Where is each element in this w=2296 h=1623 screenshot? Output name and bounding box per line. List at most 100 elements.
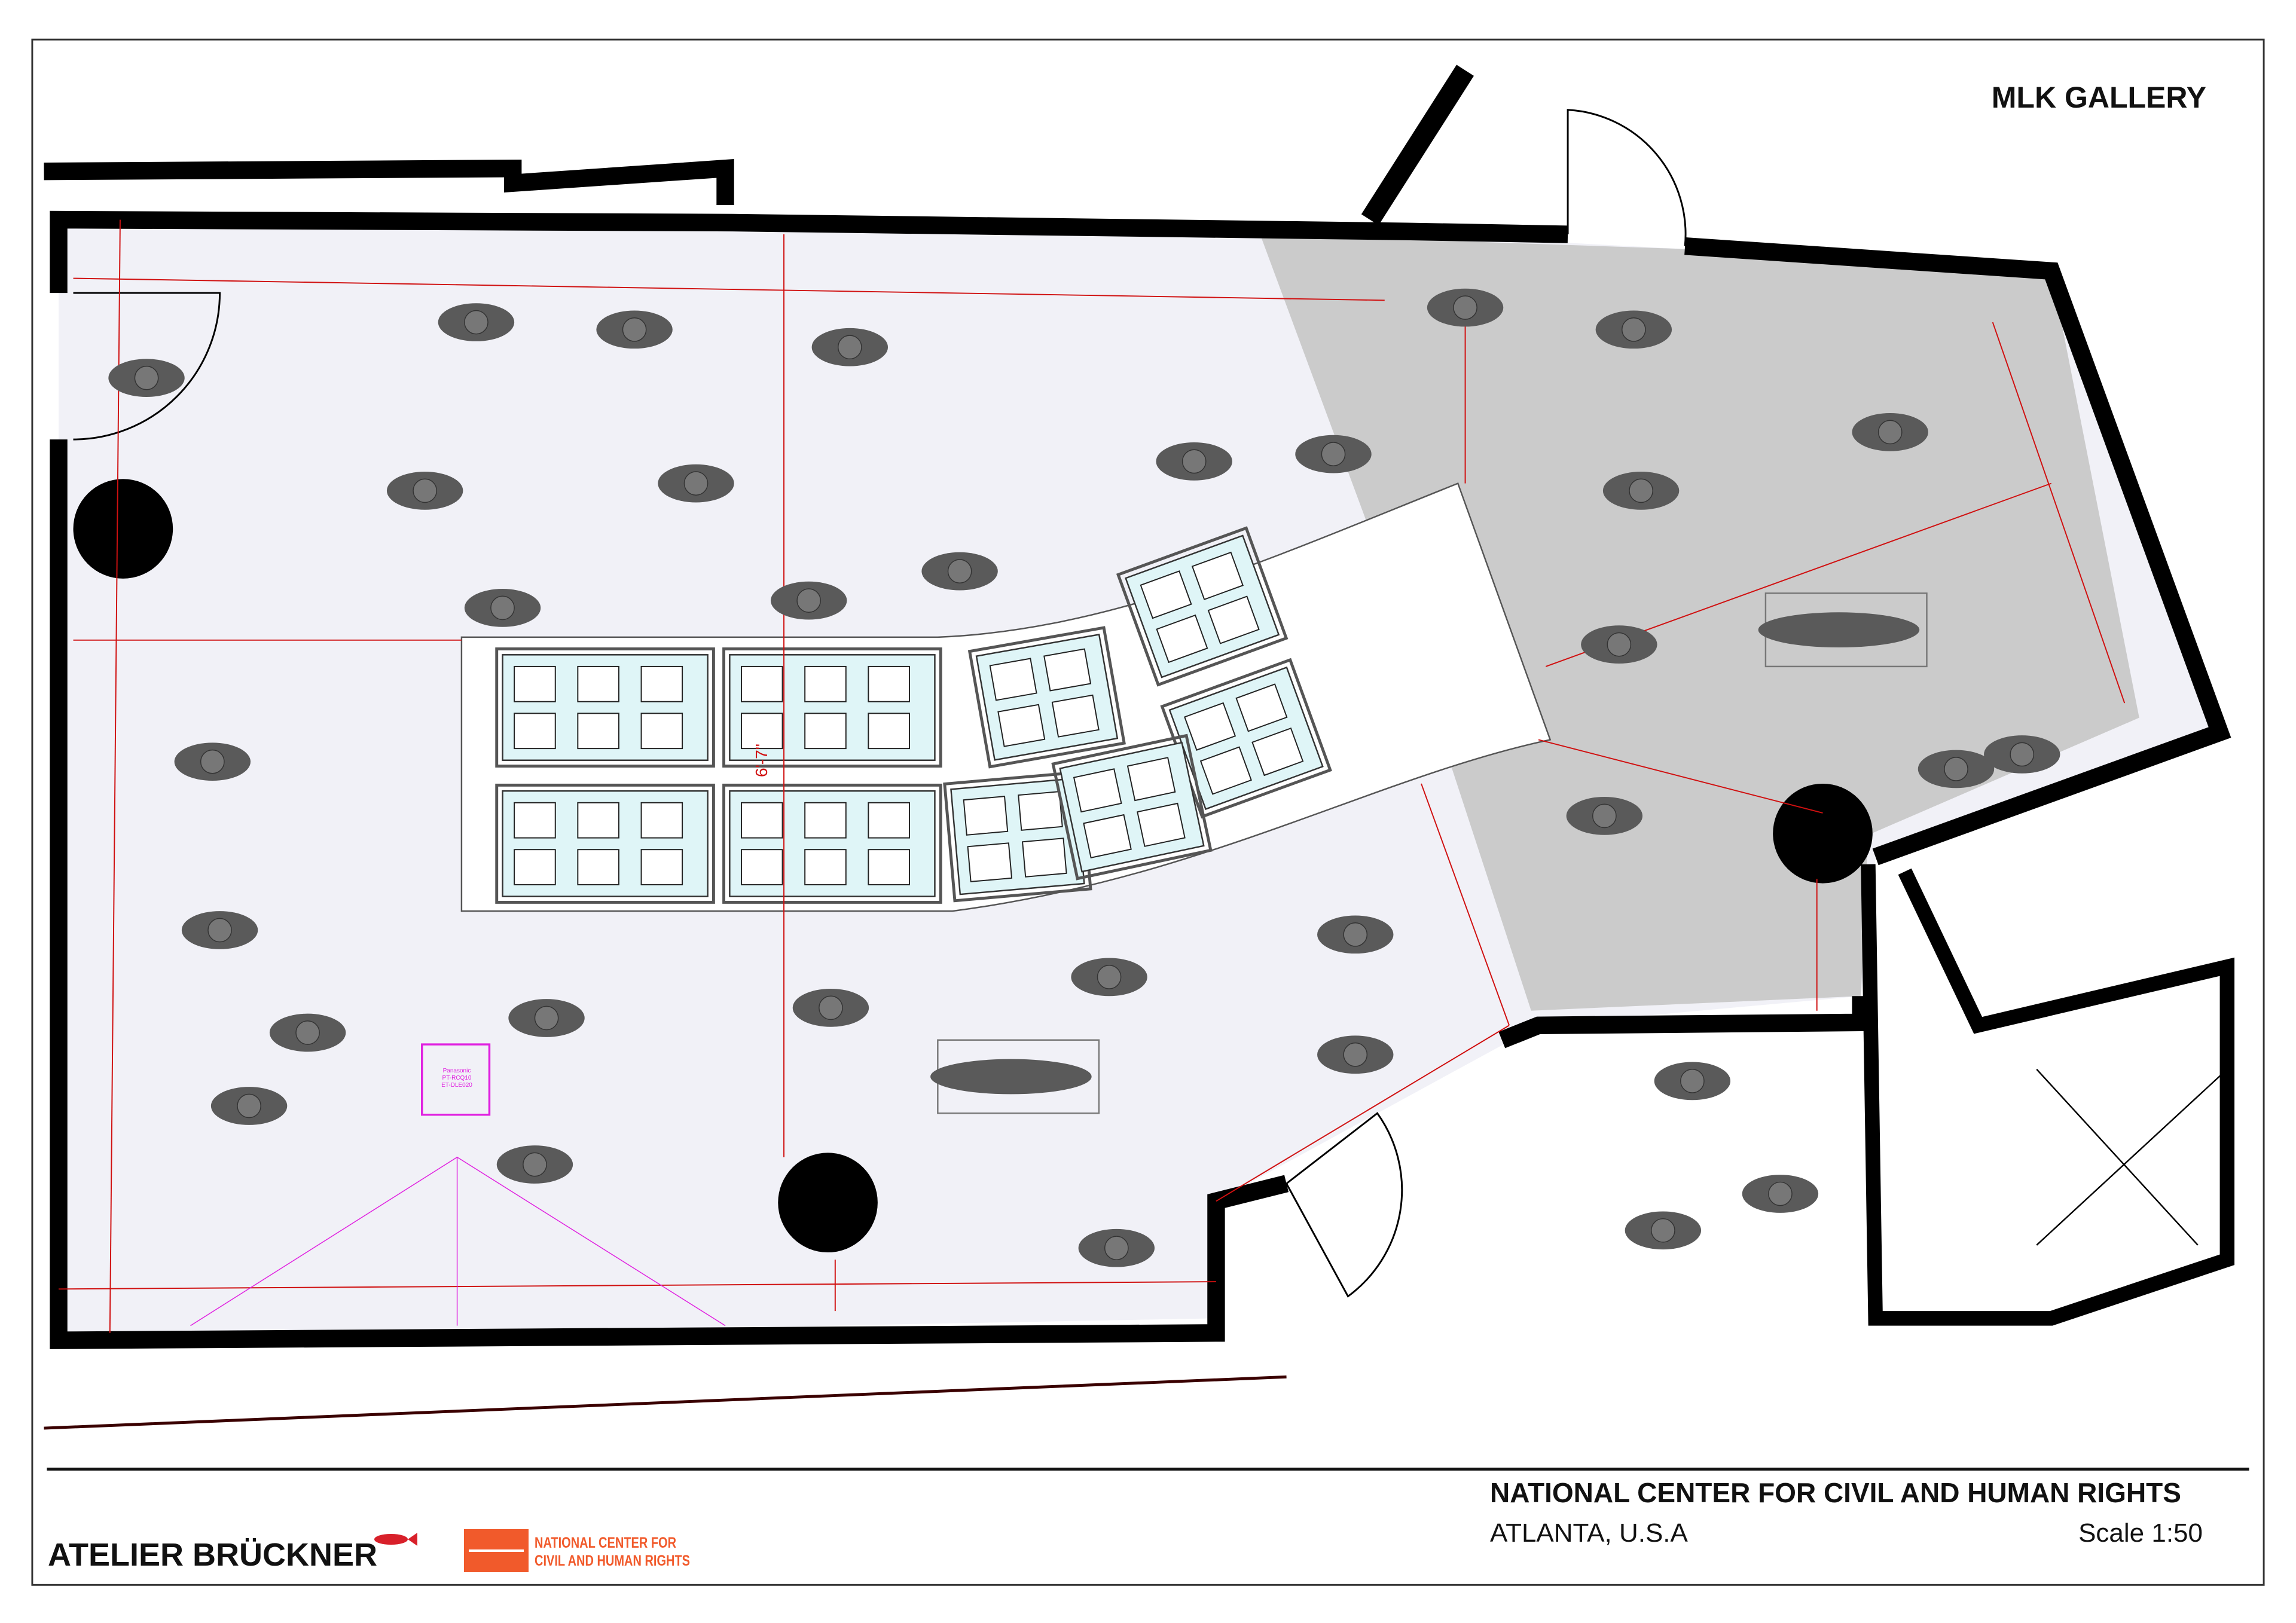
- document-panel: [577, 713, 619, 750]
- document-panel: [997, 704, 1046, 747]
- column: [1773, 783, 1873, 884]
- document-panel: [1043, 648, 1092, 692]
- document-panel: [640, 665, 683, 702]
- ncchr-logo-line1: NATIONAL CENTER FOR: [535, 1535, 677, 1551]
- visitor-figure: [596, 310, 673, 349]
- document-panel: [640, 849, 683, 885]
- gallery-title: MLK GALLERY: [1991, 81, 2206, 114]
- sheet-frame: [31, 38, 2265, 1586]
- document-panel: [1207, 595, 1260, 644]
- dimension-line: [73, 277, 1385, 301]
- visitor-figure: [1984, 735, 2060, 774]
- display-case: [495, 783, 715, 904]
- wheelchair-figure: [1758, 592, 1928, 668]
- document-panel: [1199, 746, 1252, 795]
- document-panel: [868, 665, 910, 702]
- display-case: [1116, 526, 1289, 687]
- visitor-figure: [770, 581, 847, 620]
- document-panel: [1184, 702, 1236, 751]
- studio-logo: ATELIER BRÜCKNER: [48, 1537, 377, 1573]
- document-panel: [804, 665, 847, 702]
- document-panel: [868, 802, 910, 839]
- document-panel: [1073, 768, 1122, 813]
- visitor-figure: [1156, 442, 1232, 481]
- ncchr-logo-icon: [464, 1529, 529, 1572]
- visitor-figure: [1625, 1211, 1702, 1250]
- east-wall: [1684, 237, 2231, 866]
- document-panel: [804, 713, 847, 750]
- visitor-figure: [108, 359, 185, 398]
- gallery-walls: [50, 439, 1289, 1349]
- visitor-figure: [811, 328, 889, 366]
- display-case: [495, 647, 715, 768]
- document-panel: [1191, 551, 1244, 600]
- visitor-figure: [174, 742, 251, 781]
- visitor-figure: [438, 303, 515, 341]
- dimension-line: [1421, 783, 1510, 1026]
- display-case: [722, 783, 942, 904]
- visitor-figure: [1317, 915, 1394, 954]
- document-panel: [740, 665, 783, 702]
- projector-unit: [421, 1043, 491, 1116]
- stair-wall: [1361, 65, 1474, 225]
- visitor-figure: [1427, 288, 1504, 327]
- document-panel: [1140, 570, 1192, 619]
- south-east-wall: [1498, 996, 1870, 1049]
- projector-brand: Panasonic: [442, 1068, 471, 1074]
- door-swing-north: [1567, 109, 1687, 246]
- visitor-figure: [181, 911, 258, 949]
- ncchr-logo-line2: CIVIL AND HUMAN RIGHTS: [535, 1552, 690, 1569]
- document-panel: [740, 802, 783, 839]
- visitor-figure: [1602, 472, 1680, 510]
- outer-top-wall: [44, 159, 734, 206]
- door-swing-south: [1285, 1112, 1403, 1298]
- document-panel: [514, 849, 556, 885]
- visitor-figure: [921, 552, 998, 591]
- lower-wall: [44, 1375, 1287, 1430]
- visitor-figure: [1566, 796, 1643, 835]
- document-panel: [868, 713, 910, 750]
- visitor-figure: [1742, 1175, 1819, 1213]
- elevator-diagonal: [2036, 1068, 2199, 1246]
- document-panel: [1018, 791, 1063, 831]
- document-panel: [1126, 757, 1176, 802]
- document-panel: [1251, 727, 1304, 777]
- visitor-figure: [269, 1013, 346, 1052]
- project-location: ATLANTA, U.S.A: [1490, 1518, 1688, 1548]
- document-panel: [577, 849, 619, 885]
- visitor-figure: [1317, 1035, 1394, 1074]
- projection-cone: [190, 1157, 726, 1326]
- document-panel: [963, 796, 1009, 836]
- document-panel: [1137, 802, 1186, 847]
- door-swing-west: [73, 292, 221, 441]
- dimension-line: [1992, 322, 2126, 704]
- elevator-diagonal: [2036, 1068, 2228, 1246]
- document-panel: [640, 713, 683, 750]
- document-panel: [989, 658, 1037, 701]
- document-panel: [1156, 614, 1208, 664]
- visitor-figure: [210, 1087, 288, 1125]
- document-panel: [1235, 683, 1288, 732]
- document-panel: [514, 665, 556, 702]
- display-case: [967, 626, 1126, 769]
- display-case: [943, 770, 1092, 903]
- dimension-line: [1538, 739, 1823, 814]
- document-panel: [740, 713, 783, 750]
- display-case: [1160, 658, 1332, 819]
- visitor-figure: [496, 1145, 573, 1184]
- visitor-figure: [1295, 435, 1372, 473]
- visitor-figure: [1071, 958, 1147, 997]
- projector-label: Panasonic PT-RCQ10 ET-DLE020: [434, 1068, 480, 1089]
- visitor-figure: [792, 988, 869, 1027]
- display-case: [722, 647, 942, 768]
- document-panel: [640, 802, 683, 839]
- ncchr-logo-text: NATIONAL CENTER FOR CIVIL AND HUMAN RIGH…: [535, 1534, 690, 1570]
- visitor-figure: [658, 464, 734, 503]
- document-panel: [514, 802, 556, 839]
- service-room-walls: [1861, 864, 2235, 1326]
- wheelchair-figure: [930, 1039, 1100, 1114]
- dimension-line: [59, 1281, 1216, 1290]
- visitor-figure: [386, 472, 463, 510]
- dimension-line: [109, 219, 121, 1333]
